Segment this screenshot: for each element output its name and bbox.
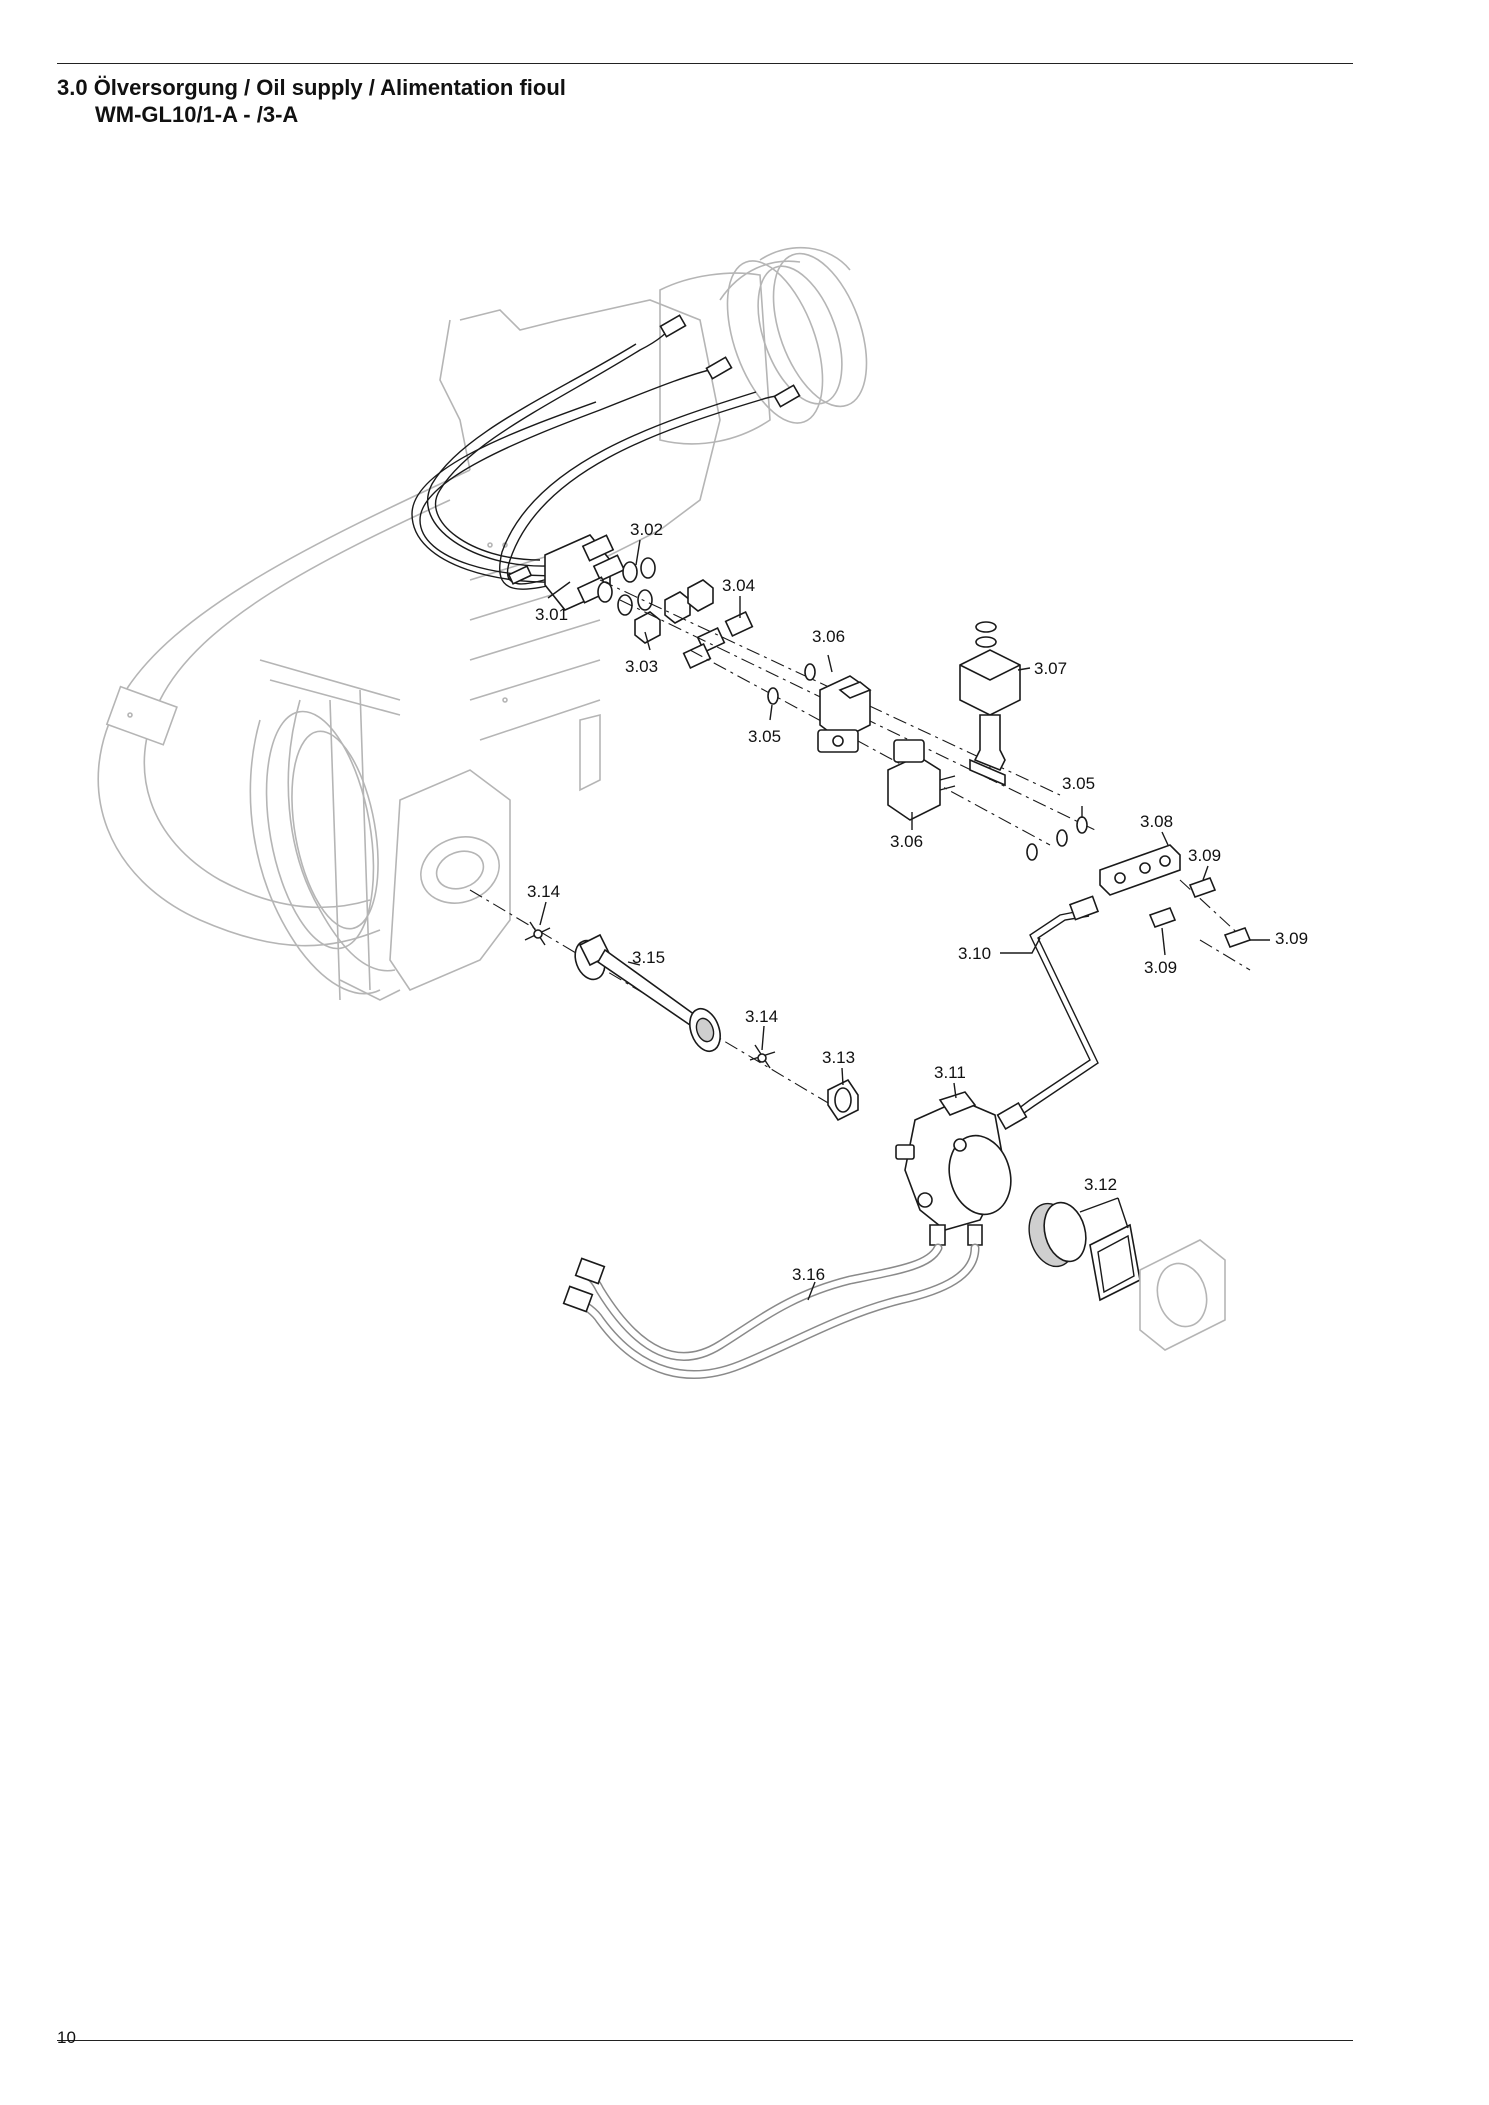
callout-3-06-upper: 3.06 xyxy=(812,627,845,646)
callout-3-09-a: 3.09 xyxy=(1188,846,1221,865)
callout-3-02: 3.02 xyxy=(630,520,663,539)
callout-3-13: 3.13 xyxy=(822,1048,855,1067)
callout-3-01: 3.01 xyxy=(535,605,568,624)
coupling-3-13 xyxy=(827,1078,859,1122)
title-line-2: WM-GL10/1-A - /3-A xyxy=(95,102,299,127)
assembly-axes xyxy=(469,579,1251,1111)
nuts-3-03 xyxy=(634,579,714,644)
pump-cover-ghost xyxy=(1139,1239,1226,1351)
callout-labels: 3.01 3.02 3.03 3.04 3.05 3.05 3.06 3.06 … xyxy=(527,520,1308,1284)
callout-3-10: 3.10 xyxy=(958,944,991,963)
callout-3-09-c: 3.09 xyxy=(1144,958,1177,977)
page-number: 10 xyxy=(57,2028,76,2047)
callout-3-03: 3.03 xyxy=(625,657,658,676)
callout-3-14-a: 3.14 xyxy=(527,882,560,901)
leader-lines xyxy=(539,539,1270,1301)
top-rule xyxy=(57,63,1353,64)
coupling-spider-3-14-a xyxy=(524,921,551,946)
callout-3-06-lower: 3.06 xyxy=(890,832,923,851)
callout-3-15: 3.15 xyxy=(632,948,665,967)
title-line-1: 3.0 Ölversorgung / Oil supply / Alimenta… xyxy=(57,75,566,100)
callout-3-11: 3.11 xyxy=(934,1063,966,1082)
callout-3-04: 3.04 xyxy=(722,576,755,595)
solenoid-valve-3-06-upper xyxy=(817,675,872,753)
manifold-block-3-01 xyxy=(544,534,626,611)
pump-filter-3-12 xyxy=(1028,1201,1141,1302)
distribution-block-3-08 xyxy=(1099,844,1181,896)
callout-3-14-b: 3.14 xyxy=(745,1007,778,1026)
washers-3-02 xyxy=(597,557,656,616)
callout-3-12: 3.12 xyxy=(1084,1175,1117,1194)
solenoid-coil-3-07 xyxy=(959,621,1021,787)
screws-3-09 xyxy=(1148,876,1252,949)
callout-3-05-b: 3.05 xyxy=(1062,774,1095,793)
nozzle-lines xyxy=(411,314,801,590)
oil-pump-3-11 xyxy=(895,1091,1012,1246)
oil-line-3-10 xyxy=(996,895,1100,1131)
bottom-rule xyxy=(57,2040,1353,2041)
callout-3-16: 3.16 xyxy=(792,1265,825,1284)
callout-3-07: 3.07 xyxy=(1034,659,1067,678)
callout-3-05-a: 3.05 xyxy=(748,727,781,746)
coupling-spider-3-14-b xyxy=(749,1044,776,1069)
oil-hoses-3-16 xyxy=(562,1243,980,1379)
solenoid-valve-3-06-lower xyxy=(887,739,956,821)
callout-3-09-b: 3.09 xyxy=(1275,929,1308,948)
adapters-3-04 xyxy=(682,611,754,669)
callout-3-08: 3.08 xyxy=(1140,812,1173,831)
o-rings-3-05 xyxy=(767,663,1088,861)
drive-shaft-3-15 xyxy=(574,933,721,1053)
page-title: 3.0 Ölversorgung / Oil supply / Alimenta… xyxy=(57,74,566,128)
burner-housing-ghost xyxy=(97,246,868,1001)
